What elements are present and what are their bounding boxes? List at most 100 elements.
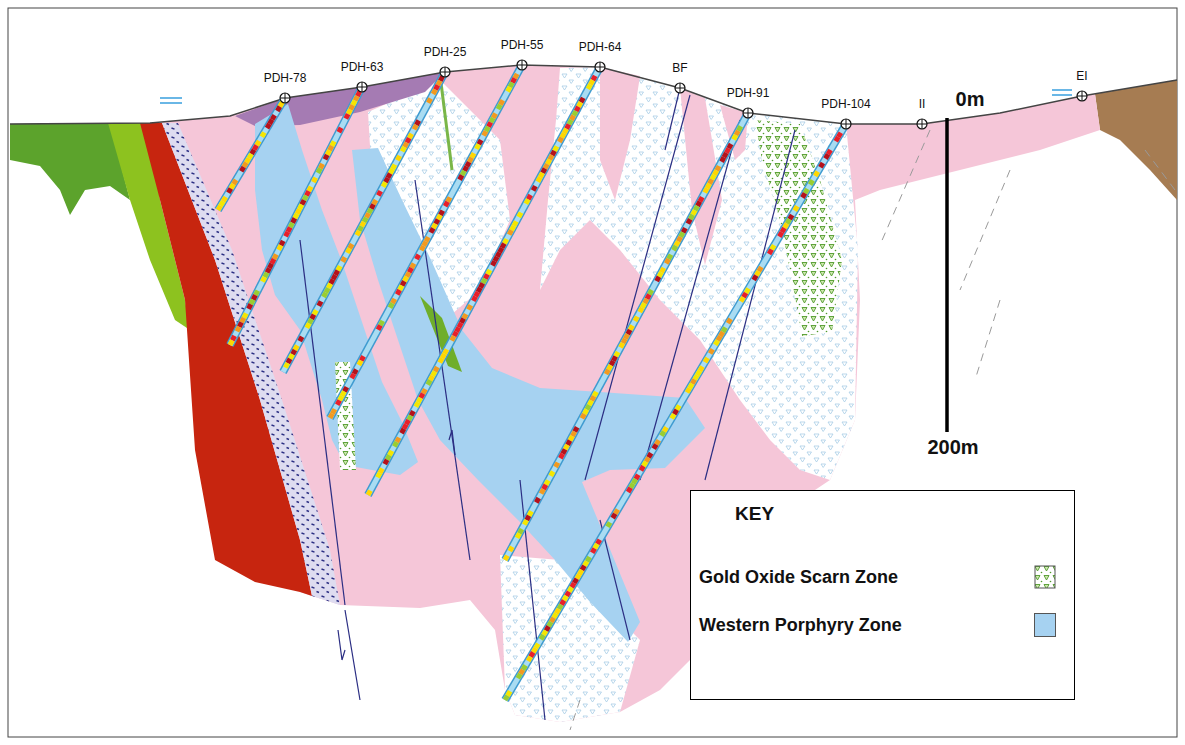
section-shape xyxy=(353,101,355,106)
section-shape xyxy=(543,168,545,172)
section-shape xyxy=(643,462,646,466)
section-shape xyxy=(514,221,516,225)
section-shape xyxy=(486,127,488,131)
section-shape xyxy=(297,209,299,214)
section-shape xyxy=(726,148,728,152)
section-shape xyxy=(407,138,409,142)
section-shape xyxy=(838,133,841,137)
section-shape xyxy=(307,323,309,327)
section-shape xyxy=(335,271,337,275)
section-shape xyxy=(409,268,411,272)
section-shape xyxy=(746,289,749,293)
section-shape xyxy=(519,529,521,533)
section-shape xyxy=(421,394,423,398)
section-shape xyxy=(409,134,411,138)
section-shape xyxy=(467,162,469,166)
section-shape xyxy=(350,105,352,110)
section-shape xyxy=(779,232,782,236)
section-shape xyxy=(440,67,450,77)
section-shape xyxy=(754,276,757,280)
section-shape xyxy=(720,332,723,336)
section-shape xyxy=(440,211,442,215)
section-shape xyxy=(314,310,316,314)
section-shape xyxy=(374,200,376,204)
section-shape xyxy=(615,509,618,513)
pink-finger xyxy=(600,67,640,200)
section-shape xyxy=(582,414,584,418)
section-shape xyxy=(272,259,274,264)
section-shape xyxy=(433,90,435,94)
section-shape xyxy=(330,414,332,418)
section-shape xyxy=(293,218,295,223)
section-shape xyxy=(326,288,328,292)
section-shape xyxy=(404,277,406,281)
section-shape xyxy=(805,189,808,193)
section-shape xyxy=(556,463,558,467)
section-shape xyxy=(362,222,364,226)
section-shape xyxy=(728,319,731,323)
section-shape xyxy=(378,473,380,477)
section-shape xyxy=(272,115,275,119)
section-shape xyxy=(270,120,273,124)
section-shape xyxy=(695,206,697,210)
section-shape xyxy=(295,346,297,350)
section-shape xyxy=(300,337,302,341)
section-shape xyxy=(493,114,495,118)
section-shape xyxy=(687,388,690,392)
section-shape xyxy=(656,440,659,444)
section-shape xyxy=(529,511,531,515)
section-shape xyxy=(472,153,474,157)
section-shape xyxy=(592,548,595,552)
section-shape xyxy=(402,147,404,151)
section-shape xyxy=(697,371,700,375)
porphyry-zone xyxy=(352,148,705,642)
section-shape xyxy=(743,108,753,118)
section-shape xyxy=(394,442,396,446)
scale-label: 200m xyxy=(927,436,978,459)
section-shape xyxy=(327,150,329,155)
section-shape xyxy=(330,65,522,418)
section-shape xyxy=(593,76,595,80)
section-shape xyxy=(265,273,267,278)
section-shape xyxy=(841,119,851,129)
section-shape xyxy=(318,168,320,173)
section-shape xyxy=(320,164,322,169)
legend-row: Gold Oxide Scarn Zone xyxy=(699,565,1056,589)
section-shape xyxy=(491,118,493,122)
section-shape xyxy=(810,180,813,184)
section-shape xyxy=(510,83,512,87)
section-shape xyxy=(433,224,435,228)
section-shape xyxy=(406,420,408,424)
section-shape xyxy=(309,319,311,323)
section-shape xyxy=(485,274,487,278)
section-shape xyxy=(678,237,680,241)
section-shape xyxy=(551,618,554,622)
section-shape xyxy=(440,67,450,77)
section-shape xyxy=(436,219,438,223)
section-shape xyxy=(675,83,685,93)
section-shape xyxy=(575,427,577,431)
section-shape xyxy=(630,325,632,329)
section-shape xyxy=(492,261,494,265)
section-shape xyxy=(505,696,508,700)
section-shape xyxy=(416,255,418,259)
section-shape xyxy=(510,547,512,551)
section-shape xyxy=(369,209,371,213)
section-shape xyxy=(560,454,562,458)
section-shape xyxy=(675,83,685,93)
section-shape xyxy=(424,242,426,246)
section-shape xyxy=(504,239,506,243)
section-shape xyxy=(428,380,430,384)
section-shape xyxy=(251,300,253,305)
section-shape xyxy=(347,248,349,252)
section-shape xyxy=(246,158,249,162)
section-shape xyxy=(669,255,671,259)
section-shape xyxy=(526,199,528,203)
section-shape xyxy=(697,202,699,206)
section-shape xyxy=(348,110,350,115)
section-shape xyxy=(712,175,714,179)
section-shape xyxy=(237,327,239,332)
section-shape xyxy=(497,252,499,256)
section-shape xyxy=(628,488,631,492)
section-shape xyxy=(661,268,663,272)
